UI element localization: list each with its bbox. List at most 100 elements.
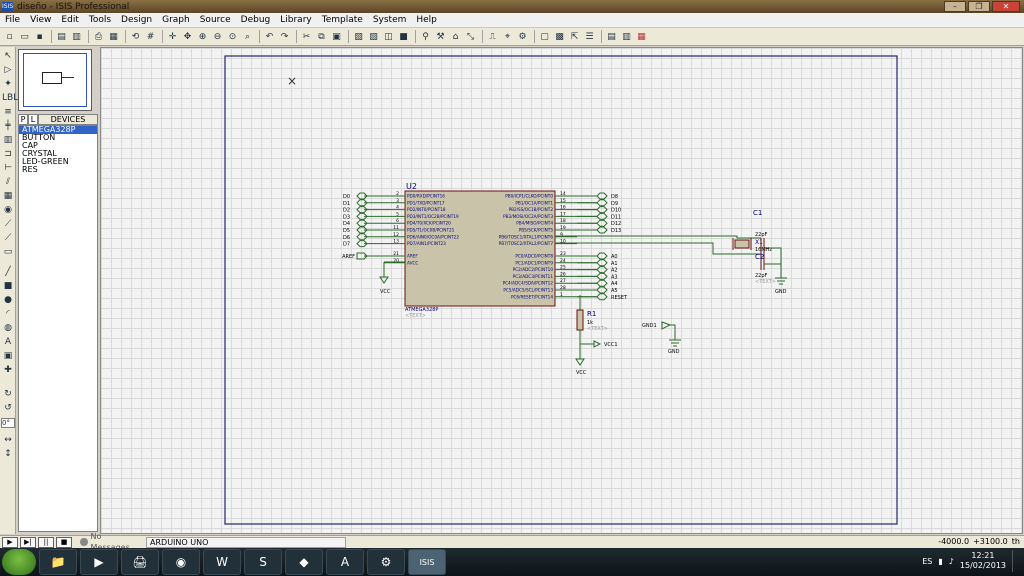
electrical-rules-icon[interactable]: ▤	[607, 31, 616, 42]
atmega328p-chip[interactable]	[404, 190, 556, 307]
search-tag-icon[interactable]: ⌖	[504, 31, 511, 42]
taskbar-printer-icon[interactable]: 🖨	[121, 549, 159, 575]
mirror-horizontal-icon[interactable]: ↔	[4, 435, 12, 445]
decompose-icon[interactable]: ⤡	[466, 31, 475, 42]
pan-icon[interactable]: ✥	[183, 31, 192, 42]
redo-icon[interactable]: ↷	[280, 31, 289, 42]
import-icon[interactable]: ▤	[57, 31, 66, 42]
pause-button[interactable]: ||	[38, 536, 54, 548]
block-move-icon[interactable]: ▨	[369, 31, 378, 42]
mirror-vertical-icon[interactable]: ↕	[4, 449, 12, 459]
list-item[interactable]: CRYSTAL	[22, 149, 57, 158]
taskbar-skype-icon[interactable]: S	[244, 549, 282, 575]
network-icon[interactable]: ▮	[938, 556, 943, 566]
path-icon[interactable]: ◍	[4, 323, 12, 333]
step-button[interactable]: ▶|	[20, 536, 36, 548]
copy-icon[interactable]: ⧉	[318, 31, 325, 42]
play-button[interactable]: ▶	[2, 536, 18, 548]
maximize-icon[interactable]: ❐	[968, 1, 990, 12]
open-file-icon[interactable]: ▭	[20, 31, 29, 42]
undo-icon[interactable]: ↶	[265, 31, 274, 42]
clock[interactable]: 12:21 15/02/2013	[960, 551, 1006, 571]
make-device-icon[interactable]: ⚒	[436, 31, 445, 42]
library-manager-button[interactable]: L	[28, 114, 38, 125]
taskbar-acrobat-icon[interactable]: A	[326, 549, 364, 575]
pick-devices-button[interactable]: P	[18, 114, 28, 125]
print-area-icon[interactable]: ▦	[109, 31, 118, 42]
menu-graph[interactable]: Graph	[162, 15, 190, 25]
bill-of-materials-icon[interactable]: ☰	[585, 31, 594, 42]
volume-icon[interactable]: ♪	[948, 556, 954, 566]
taskbar-word-icon[interactable]: W	[203, 549, 241, 575]
paste-icon[interactable]: ▣	[332, 31, 341, 42]
new-file-icon[interactable]: ▫	[6, 31, 13, 42]
menu-system[interactable]: System	[372, 15, 407, 25]
voltage-probe-icon[interactable]: ⟋	[4, 219, 12, 229]
zoom-out-icon[interactable]: ⊖	[213, 31, 222, 42]
terminals-icon[interactable]: ⊐	[4, 149, 12, 159]
circle-icon[interactable]: ●	[4, 295, 12, 305]
junction-dot-icon[interactable]: ✦	[4, 79, 12, 89]
taskbar-tool-icon[interactable]: ⚙	[367, 549, 405, 575]
minimize-icon[interactable]: –	[944, 1, 966, 12]
generator-icon[interactable]: ◉	[4, 205, 12, 215]
taskbar-media-player-icon[interactable]: ▶	[80, 549, 118, 575]
zoom-all-icon[interactable]: ⊙	[228, 31, 237, 42]
stop-button[interactable]: ■	[56, 536, 72, 548]
block-rotate-icon[interactable]: ◫	[384, 31, 393, 42]
list-item[interactable]: BUTTON	[22, 133, 56, 142]
graph-icon[interactable]: ⫽	[5, 177, 10, 187]
tape-recorder-icon[interactable]: ▦	[3, 191, 13, 201]
packaging-icon[interactable]: ⌂	[452, 31, 459, 42]
marker-icon[interactable]: ✚	[4, 365, 12, 375]
menu-edit[interactable]: Edit	[61, 15, 79, 25]
symbol-icon[interactable]: ▣	[3, 351, 13, 361]
crystal-x1[interactable]	[734, 239, 750, 249]
wire-autorouter-icon[interactable]: ⎍	[489, 31, 496, 42]
redraw-icon[interactable]: ⟲	[131, 31, 140, 42]
taskbar-explorer-icon[interactable]: 📁	[39, 549, 77, 575]
cut-icon[interactable]: ✂	[302, 31, 311, 42]
box-icon[interactable]: ■	[3, 281, 13, 291]
list-item[interactable]: RES	[22, 165, 38, 174]
exit-to-parent-icon[interactable]: ⇱	[570, 31, 579, 42]
menu-tools[interactable]: Tools	[88, 15, 112, 25]
language-indicator[interactable]: ES	[922, 556, 933, 566]
wire-label-icon[interactable]: LBL	[2, 93, 19, 103]
save-icon[interactable]: ▪	[36, 31, 43, 42]
overview-window[interactable]	[18, 49, 92, 111]
rotate-clockwise-icon[interactable]: ↻	[4, 389, 12, 399]
block-copy-icon[interactable]: ▧	[354, 31, 363, 42]
taskbar-isis-icon[interactable]: ISIS	[408, 549, 446, 575]
block-delete-icon[interactable]: ■	[399, 31, 408, 42]
menu-library[interactable]: Library	[280, 15, 312, 25]
export-icon[interactable]: ▥	[72, 31, 81, 42]
arc-icon[interactable]: ◜	[6, 309, 10, 319]
device-pins-icon[interactable]: ⊢	[4, 163, 12, 173]
property-tool-icon[interactable]: ⚙	[518, 31, 527, 42]
menu-design[interactable]: Design	[121, 15, 153, 25]
selection-mode-icon[interactable]: ↖	[4, 51, 12, 61]
grid-icon[interactable]: #	[146, 31, 155, 42]
close-icon[interactable]: ✕	[992, 1, 1020, 12]
capacitor-c2[interactable]	[760, 254, 765, 270]
zoom-in-icon[interactable]: ⊕	[198, 31, 207, 42]
menu-source[interactable]: Source	[199, 15, 231, 25]
print-icon[interactable]: ⎙	[94, 31, 103, 42]
show-desktop-button[interactable]	[1012, 550, 1020, 572]
menu-debug[interactable]: Debug	[240, 15, 271, 25]
text-icon[interactable]: A	[4, 337, 12, 347]
remove-sheet-icon[interactable]: ▩	[555, 31, 564, 42]
taskbar-chrome-icon[interactable]: ◉	[162, 549, 200, 575]
start-button[interactable]	[2, 549, 36, 575]
list-item[interactable]: CAP	[22, 141, 38, 150]
component-mode-icon[interactable]: ▷	[4, 65, 12, 75]
pick-device-icon[interactable]: ⚲	[422, 31, 429, 42]
taskbar-app-icon[interactable]: ◆	[285, 549, 323, 575]
zoom-area-icon[interactable]: ⌕	[244, 31, 251, 42]
list-item[interactable]: ATMEGA328P	[19, 126, 97, 134]
subcircuit-icon[interactable]: ▥	[3, 135, 13, 145]
origin-icon[interactable]: ✛	[168, 31, 177, 42]
